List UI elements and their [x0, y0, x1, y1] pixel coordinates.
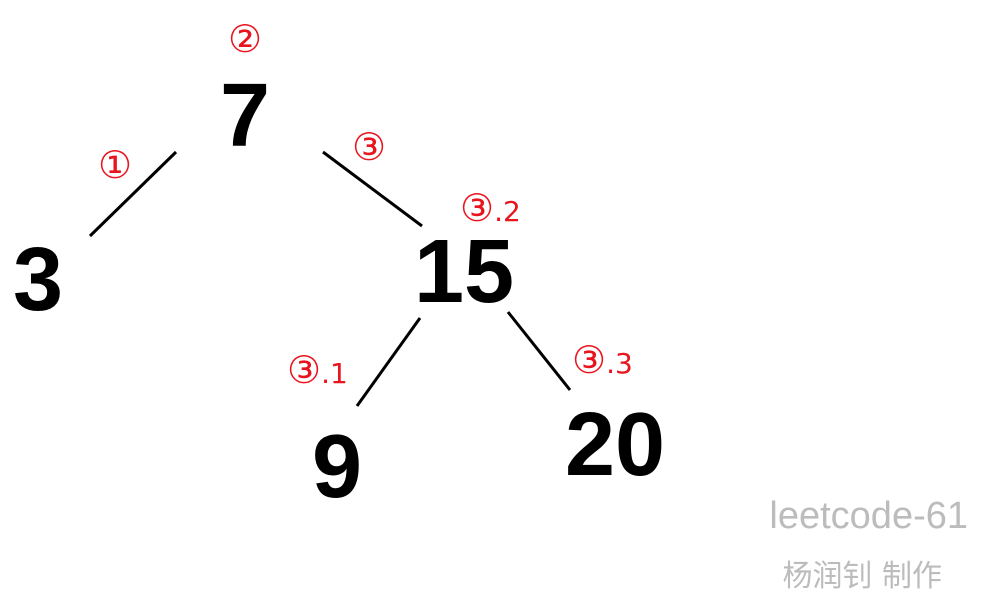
step-label-left-edge: ①	[98, 143, 132, 187]
step-label-mark: ③	[572, 338, 606, 382]
edge-root-left	[88, 150, 178, 238]
step-label-right-node: ③.2	[460, 186, 521, 230]
step-label-right-right-edge: ③.3	[572, 338, 633, 382]
edge-right-right	[506, 311, 572, 391]
step-label-mark: ③	[460, 186, 494, 230]
step-label-suffix: .3	[606, 347, 633, 380]
watermark-title: leetcode-61	[769, 495, 968, 537]
edge-right-left	[355, 317, 422, 407]
step-label-suffix: .1	[321, 357, 348, 390]
node-root: 7	[220, 66, 270, 166]
node-right-left: 9	[312, 417, 362, 517]
step-label-right-edge: ③	[352, 125, 386, 169]
node-right: 15	[414, 222, 514, 322]
step-label-mark: ③	[287, 348, 321, 392]
edge-root-right	[322, 150, 423, 228]
watermark-author: 杨润钊 制作	[782, 559, 942, 594]
node-right-right: 20	[565, 395, 665, 495]
node-left: 3	[13, 230, 63, 330]
step-label-right-left-edge: ③.1	[287, 348, 348, 392]
step-label-suffix: .2	[494, 195, 521, 228]
step-label-root: ②	[228, 17, 262, 61]
